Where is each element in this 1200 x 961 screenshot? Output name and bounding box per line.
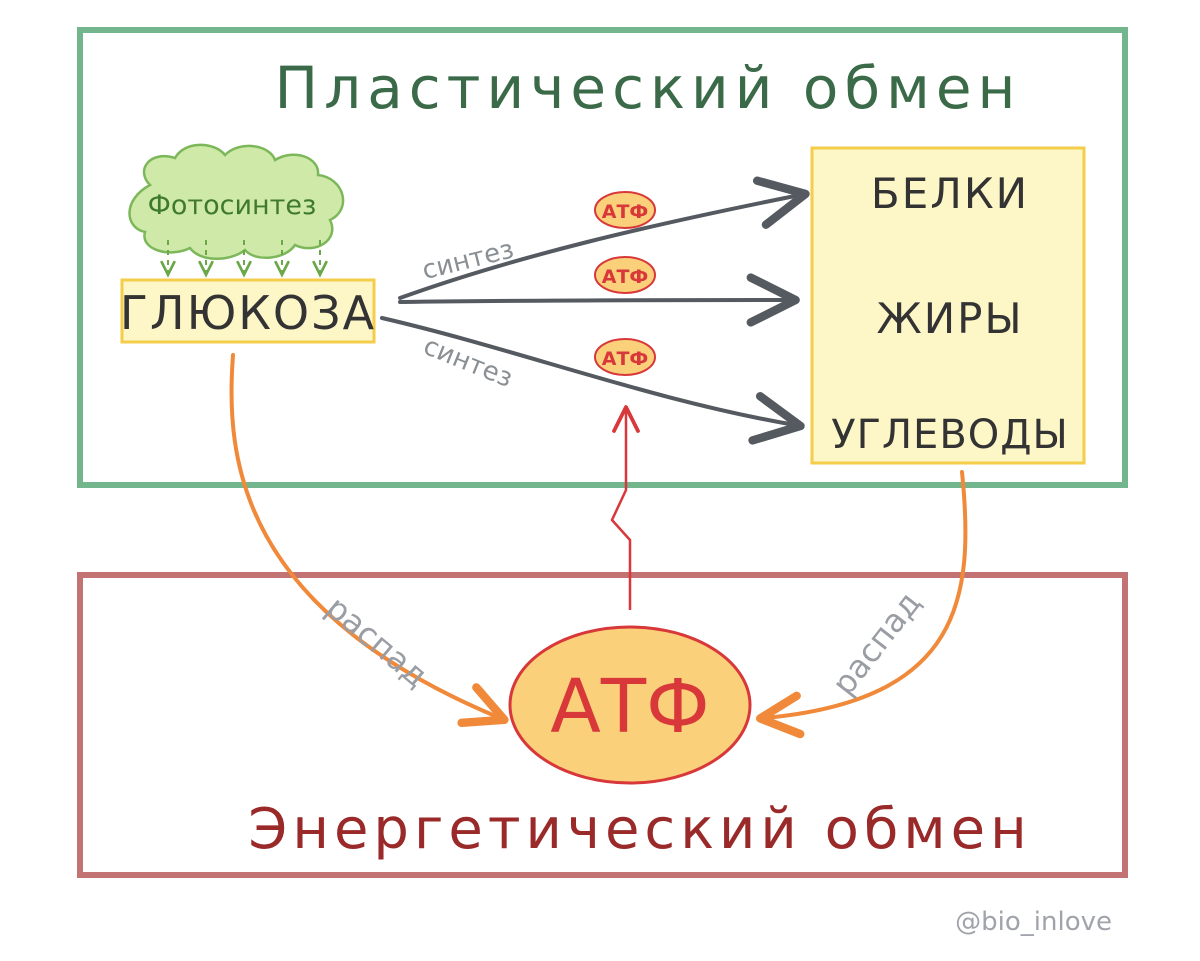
atp-label: АТФ (550, 664, 710, 750)
breakdown-label-left: распад (319, 588, 435, 694)
atp-ellipse (508, 625, 752, 785)
svg-text:АТФ: АТФ (602, 266, 649, 288)
breakdown-arrows (229, 353, 968, 739)
energy-arrow (610, 405, 640, 610)
product-proteins: БЕЛКИ (871, 169, 1029, 218)
product-carbohydrates: УГЛЕВОДЫ (831, 412, 1069, 458)
breakdown-label-right: распад (824, 584, 928, 702)
photosynthesis-label: Фотосинтез (148, 190, 317, 221)
watermark: @bio_inlove (955, 907, 1112, 937)
anabolism-title: Пластический обмен (275, 54, 1022, 122)
atp-badge-3: АТФ (594, 338, 656, 376)
atp-badge-2: АТФ (594, 256, 656, 294)
atp-badge-1: АТФ (594, 191, 656, 229)
glucose-label: ГЛЮКОЗА (120, 286, 376, 340)
product-fats: ЖИРЫ (876, 294, 1023, 343)
synthesis-arrows (380, 176, 810, 445)
catabolism-title: Энергетический обмен (248, 797, 1031, 862)
products-box (810, 146, 1086, 465)
anabolism-frame (77, 27, 1128, 488)
photosynthesis-cloud (128, 143, 345, 260)
catabolism-frame (77, 572, 1128, 878)
svg-text:АТФ: АТФ (602, 348, 649, 370)
glucose-box (120, 278, 376, 344)
synthesis-label-top: синтез (419, 234, 517, 286)
svg-text:АТФ: АТФ (602, 201, 649, 223)
